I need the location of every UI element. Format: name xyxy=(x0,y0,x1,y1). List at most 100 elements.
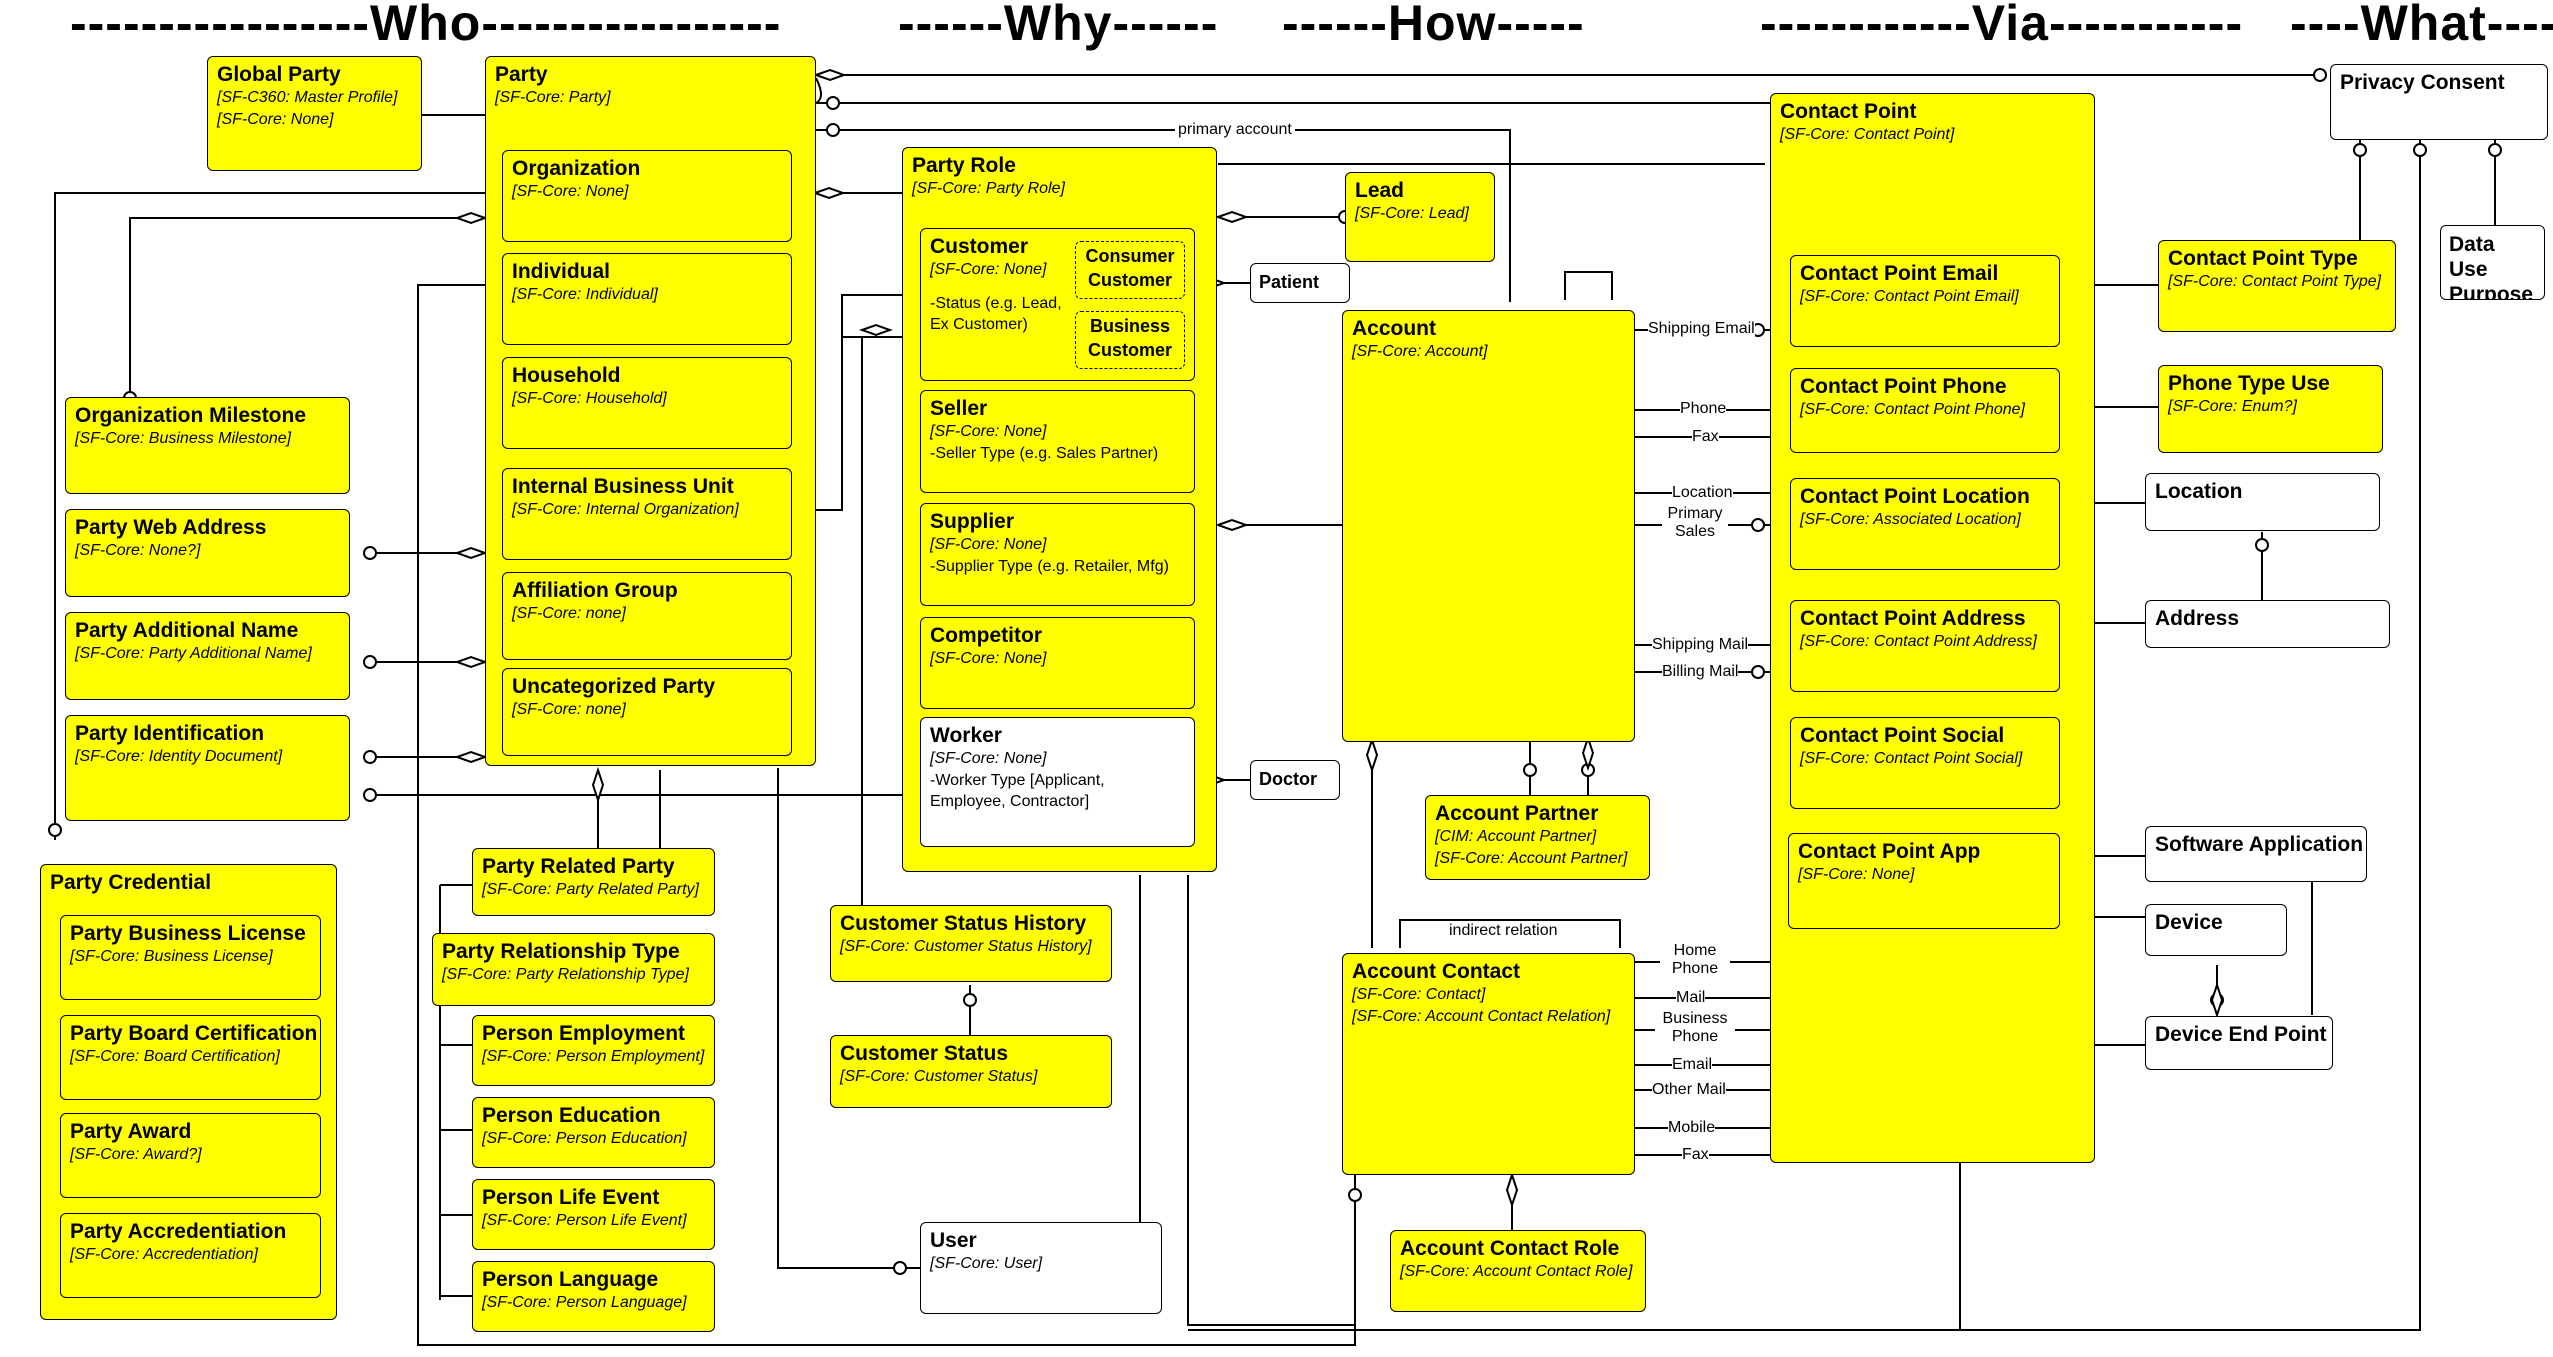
organization-entity[interactable]: Organization [SF-Core: None] xyxy=(502,150,792,242)
seller-entity[interactable]: Seller [SF-Core: None] -Seller Type (e.g… xyxy=(920,390,1195,493)
contact-point-type-entity[interactable]: Contact Point Type [SF-Core: Contact Poi… xyxy=(2158,240,2396,332)
label-mobile: Mobile xyxy=(1668,1119,1716,1137)
phone-type-use-entity[interactable]: Phone Type Use [SF-Core: Enum?] xyxy=(2158,365,2383,453)
account-entity[interactable]: Account [SF-Core: Account] xyxy=(1342,310,1635,742)
contact-point-social-entity[interactable]: Contact Point Social [SF-Core: Contact P… xyxy=(1790,717,2060,809)
entity-note: -Seller Type (e.g. Sales Partner) xyxy=(930,445,1159,462)
entity-title: Doctor xyxy=(1259,769,1317,789)
entity-title: Privacy Consent xyxy=(2340,71,2505,94)
entity-title: Party Additional Name xyxy=(75,619,299,642)
entity-subtitle: [SF-Core: None] xyxy=(930,750,1047,767)
entity-subtitle: [SF-Core: none] xyxy=(512,605,626,622)
privacy-consent-entity[interactable]: Privacy Consent xyxy=(2330,64,2548,140)
account-partner-entity[interactable]: Account Partner [CIM: Account Partner] [… xyxy=(1425,795,1650,880)
entity-subtitle: [SF-Core: Customer Status History] xyxy=(840,938,1092,955)
account-contact-entity[interactable]: Account Contact [SF-Core: Contact] [SF-C… xyxy=(1342,953,1635,1175)
device-end-point-entity[interactable]: Device End Point xyxy=(2145,1016,2333,1070)
entity-note: -Worker Type [Applicant, xyxy=(930,772,1105,789)
person-life-event-entity[interactable]: Person Life Event [SF-Core: Person Life … xyxy=(472,1179,715,1250)
entity-subtitle: [CIM: Account Partner] xyxy=(1435,828,1597,845)
entity-subtitle: [SF-Core: Contact Point Email] xyxy=(1800,288,2019,305)
party-web-address-entity[interactable]: Party Web Address [SF-Core: None?] xyxy=(65,509,350,597)
entity-title: Seller xyxy=(930,397,988,420)
entity-subtitle: [SF-Core: Contact Point Social] xyxy=(1800,750,2023,767)
label-other-mail: Other Mail xyxy=(1652,1081,1726,1099)
party-business-license-entity[interactable]: Party Business License [SF-Core: Busines… xyxy=(60,915,321,1000)
contact-point-address-entity[interactable]: Contact Point Address [SF-Core: Contact … xyxy=(1790,600,2060,692)
customer-status-entity[interactable]: Customer Status [SF-Core: Customer Statu… xyxy=(830,1035,1112,1108)
competitor-entity[interactable]: Competitor [SF-Core: None] xyxy=(920,617,1195,709)
entity-title: Contact Point Location xyxy=(1800,485,2030,508)
entity-title: Location xyxy=(2155,480,2243,503)
contact-point-app-entity[interactable]: Contact Point App [SF-Core: None] xyxy=(1788,833,2060,929)
label-billing-mail: Billing Mail xyxy=(1662,663,1739,681)
entity-title: Person Employment xyxy=(482,1022,686,1045)
user-entity[interactable]: User [SF-Core: User] xyxy=(920,1222,1162,1314)
entity-subtitle: [SF-Core: Contact Point Address] xyxy=(1800,633,2037,650)
party-board-certification-entity[interactable]: Party Board Certification [SF-Core: Boar… xyxy=(60,1015,321,1100)
worker-entity[interactable]: Worker [SF-Core: None] -Worker Type [App… xyxy=(920,717,1195,847)
entity-title: Party Related Party xyxy=(482,855,675,878)
entity-title: Organization xyxy=(512,157,641,180)
organization-milestone-entity[interactable]: Organization Milestone [SF-Core: Busines… xyxy=(65,397,350,494)
entity-title: User xyxy=(930,1229,977,1252)
entity-subtitle: [SF-C360: Master Profile] xyxy=(217,89,398,106)
entity-title: Uncategorized Party xyxy=(512,675,716,698)
internal-business-unit-entity[interactable]: Internal Business Unit [SF-Core: Interna… xyxy=(502,468,792,560)
entity-title: Individual xyxy=(512,260,611,283)
patient-entity[interactable]: Patient xyxy=(1250,263,1350,303)
entity-subtitle: [SF-Core: Contact Point Phone] xyxy=(1800,401,2025,418)
person-language-entity[interactable]: Person Language [SF-Core: Person Languag… xyxy=(472,1261,715,1332)
entity-title: Account Partner xyxy=(1435,802,1599,825)
uncategorized-party-entity[interactable]: Uncategorized Party [SF-Core: none] xyxy=(502,668,792,756)
party-related-party-entity[interactable]: Party Related Party [SF-Core: Party Rela… xyxy=(472,848,715,916)
person-education-entity[interactable]: Person Education [SF-Core: Person Educat… xyxy=(472,1097,715,1168)
entity-title: Household xyxy=(512,364,621,387)
header-how: ------How----- xyxy=(1282,0,1585,51)
doctor-entity[interactable]: Doctor xyxy=(1250,760,1340,800)
entity-subtitle: [SF-Core: None] xyxy=(217,111,334,128)
household-entity[interactable]: Household [SF-Core: Household] xyxy=(502,357,792,449)
label-location: Location xyxy=(1672,484,1733,502)
customer-status-history-entity[interactable]: Customer Status History [SF-Core: Custom… xyxy=(830,905,1112,982)
entity-subtitle: [SF-Core: Lead] xyxy=(1355,205,1469,222)
entity-title: Competitor xyxy=(930,624,1042,647)
address-entity[interactable]: Address xyxy=(2145,600,2390,648)
entity-note: Ex Customer) xyxy=(930,316,1028,333)
party-accreditation-entity[interactable]: Party Accredentiation [SF-Core: Accreden… xyxy=(60,1213,321,1298)
affiliation-group-entity[interactable]: Affiliation Group [SF-Core: none] xyxy=(502,572,792,660)
entity-title: Organization Milestone xyxy=(75,404,307,427)
device-entity[interactable]: Device xyxy=(2145,904,2287,956)
lead-entity[interactable]: Lead [SF-Core: Lead] xyxy=(1345,172,1495,262)
data-use-purpose-entity[interactable]: Data Use Purpose xyxy=(2440,225,2545,300)
supplier-entity[interactable]: Supplier [SF-Core: None] -Supplier Type … xyxy=(920,503,1195,606)
party-award-entity[interactable]: Party Award [SF-Core: Award?] xyxy=(60,1113,321,1198)
entity-subtitle: [SF-Core: Person Employment] xyxy=(482,1048,705,1065)
global-party-entity[interactable]: Global Party [SF-C360: Master Profile] [… xyxy=(207,56,422,171)
entity-title: Person Education xyxy=(482,1104,661,1127)
contact-point-phone-entity[interactable]: Contact Point Phone [SF-Core: Contact Po… xyxy=(1790,368,2060,453)
contact-point-location-entity[interactable]: Contact Point Location [SF-Core: Associa… xyxy=(1790,478,2060,570)
individual-entity[interactable]: Individual [SF-Core: Individual] xyxy=(502,253,792,345)
contact-point-email-entity[interactable]: Contact Point Email [SF-Core: Contact Po… xyxy=(1790,255,2060,347)
business-customer-entity[interactable]: Business Customer xyxy=(1075,311,1185,369)
location-entity[interactable]: Location xyxy=(2145,473,2380,531)
software-application-entity[interactable]: Software Application xyxy=(2145,826,2367,882)
entity-subtitle: [SF-Core: Party] xyxy=(495,89,611,106)
entity-subtitle: [SF-Core: Business Milestone] xyxy=(75,430,292,447)
entity-title: Device xyxy=(2155,911,2223,934)
entity-subtitle: [SF-Core: Contact] xyxy=(1352,986,1486,1003)
party-identification-entity[interactable]: Party Identification [SF-Core: Identity … xyxy=(65,715,350,821)
entity-subtitle: [SF-Core: Account] xyxy=(1352,343,1488,360)
label-business-phone: Business Phone xyxy=(1655,1010,1735,1046)
party-additional-name-entity[interactable]: Party Additional Name [SF-Core: Party Ad… xyxy=(65,612,350,700)
party-relationship-type-entity[interactable]: Party Relationship Type [SF-Core: Party … xyxy=(432,933,715,1006)
consumer-customer-entity[interactable]: Consumer Customer xyxy=(1075,241,1185,299)
label-contact-fax: Fax xyxy=(1682,1146,1709,1164)
account-contact-role-entity[interactable]: Account Contact Role [SF-Core: Account C… xyxy=(1390,1230,1646,1312)
label-mail: Mail xyxy=(1676,989,1706,1007)
entity-title: Business Customer xyxy=(1087,316,1172,360)
entity-title: Account Contact Role xyxy=(1400,1237,1620,1260)
person-employment-entity[interactable]: Person Employment [SF-Core: Person Emplo… xyxy=(472,1015,715,1086)
